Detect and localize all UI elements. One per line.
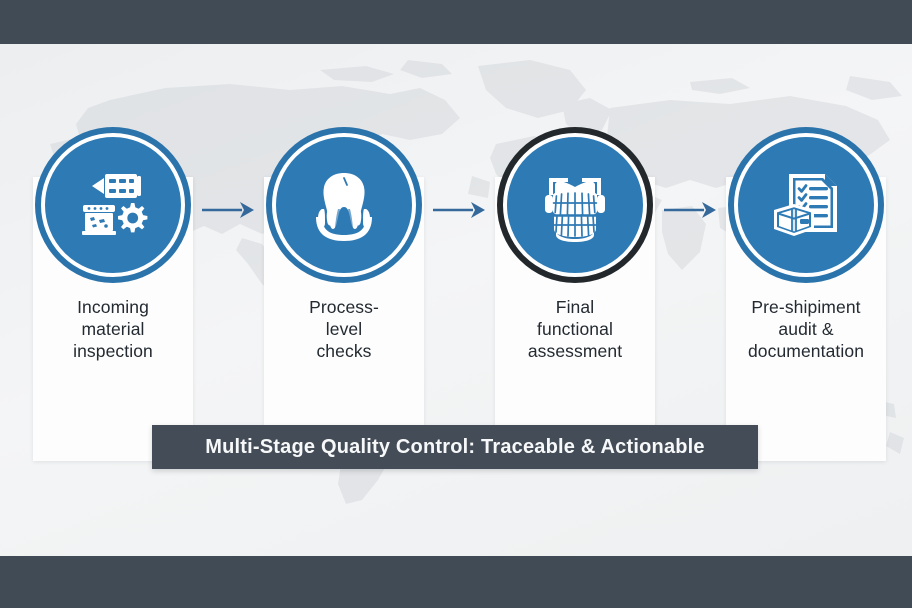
step-medallion[interactable] — [503, 133, 647, 277]
step-label: Final functional assessment — [527, 297, 623, 362]
checklist-box-icon — [774, 174, 837, 236]
summary-banner: Multi-Stage Quality Control: Traceable &… — [152, 425, 758, 469]
process-flow: Incoming material inspection — [0, 44, 912, 556]
bottom-band — [0, 556, 912, 608]
arrow-right-icon — [431, 197, 487, 223]
step-medallion[interactable] — [272, 133, 416, 277]
tooth-icon — [316, 173, 372, 241]
arrow-right-icon — [200, 197, 256, 223]
step-label: Incoming material inspection — [73, 297, 153, 362]
dentures-icon — [545, 178, 605, 242]
step-label: Pre-shipiment audit & documentation — [747, 297, 865, 362]
arrow-right-icon — [662, 197, 718, 223]
step-medallion[interactable] — [41, 133, 185, 277]
infographic-canvas: Incoming material inspection — [0, 44, 912, 556]
factory-gear-icon — [82, 174, 148, 235]
step-medallion[interactable] — [734, 133, 878, 277]
step-label: Process- level checks — [309, 297, 379, 362]
summary-banner-text: Multi-Stage Quality Control: Traceable &… — [205, 435, 705, 458]
top-band — [0, 0, 912, 44]
